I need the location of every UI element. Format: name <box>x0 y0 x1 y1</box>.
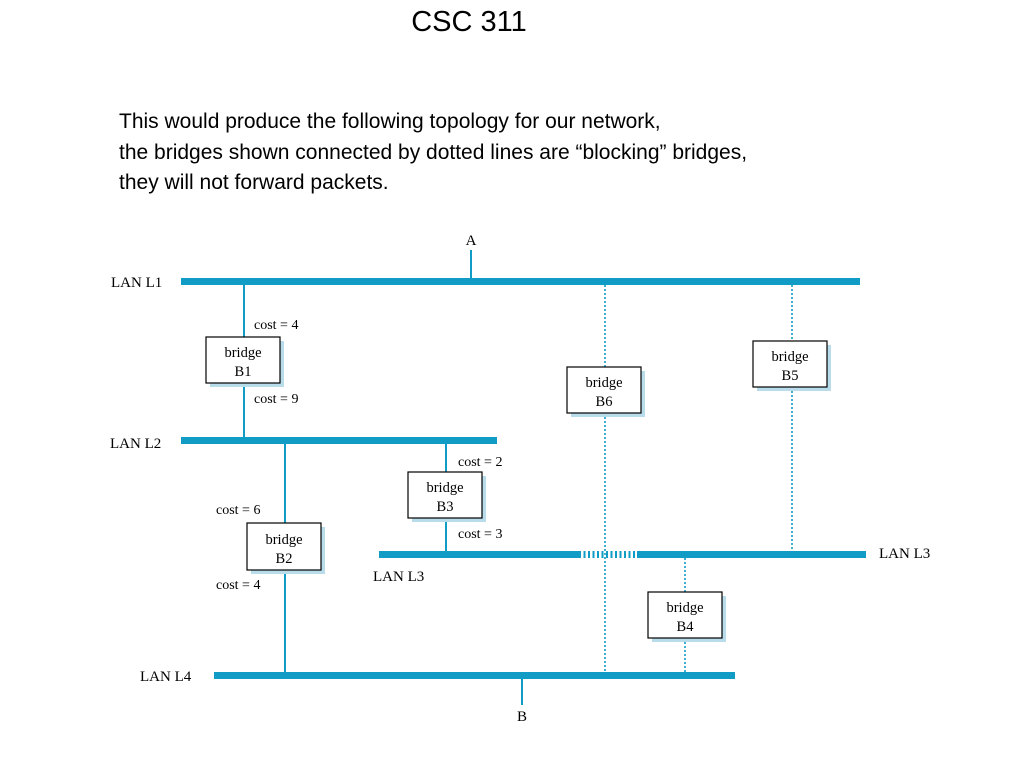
bridge-b6-id: B6 <box>596 394 613 410</box>
bridge-b1-label: bridge <box>224 345 261 361</box>
lan-l2-line <box>181 437 497 444</box>
bridge-b4-id: B4 <box>677 619 695 635</box>
bridge-b5-label: bridge <box>771 349 808 365</box>
intro-text: This would produce the following topolog… <box>119 107 747 199</box>
lan-l3-left-label: LAN L3 <box>373 569 424 585</box>
host-a-label: A <box>466 233 477 249</box>
cost-b3-l3: cost = 3 <box>458 527 502 542</box>
lan-l3-left-line <box>379 551 579 558</box>
bridge-b1: bridge B1 <box>205 336 284 387</box>
cost-b1-l2: cost = 9 <box>254 392 298 407</box>
cost-b3-l2: cost = 2 <box>458 455 502 470</box>
intro-line: This would produce the following topolog… <box>119 110 661 133</box>
lan-l3-right-label: LAN L3 <box>879 546 930 562</box>
bridge-b6-label: bridge <box>585 375 622 391</box>
bridge-b3: bridge B3 <box>407 471 486 522</box>
slide-title: CSC 311 <box>411 6 527 38</box>
connections <box>243 250 793 705</box>
lan-l4-line <box>214 672 735 679</box>
bridge-b5-id: B5 <box>782 368 799 384</box>
cost-b1-l1: cost = 4 <box>254 318 298 333</box>
bridge-b4: bridge B4 <box>647 591 726 642</box>
cost-b2-l2: cost = 6 <box>216 503 260 518</box>
lan-segments <box>181 278 866 679</box>
lan-l4-label: LAN L4 <box>140 669 192 685</box>
intro-line: they will not forward packets. <box>119 171 389 194</box>
bridge-b4-label: bridge <box>666 600 703 616</box>
cost-b2-l4: cost = 4 <box>216 578 260 593</box>
lan-l3-right-line <box>637 551 866 558</box>
bridge-b5: bridge B5 <box>752 340 831 391</box>
lan-l1-line <box>181 278 860 285</box>
bridge-b1-id: B1 <box>235 364 252 380</box>
bridge-b2-id: B2 <box>276 551 293 567</box>
bridge-b3-label: bridge <box>426 480 463 496</box>
lan-l2-label: LAN L2 <box>110 436 161 452</box>
intro-line: the bridges shown connected by dotted li… <box>119 140 748 164</box>
host-b-label: B <box>517 709 527 725</box>
lan-l1-label: LAN L1 <box>111 275 162 291</box>
bridge-b6: bridge B6 <box>566 366 645 417</box>
bridge-b2-label: bridge <box>265 532 302 548</box>
bridge-b3-id: B3 <box>437 499 454 515</box>
bridge-b2: bridge B2 <box>246 522 325 574</box>
